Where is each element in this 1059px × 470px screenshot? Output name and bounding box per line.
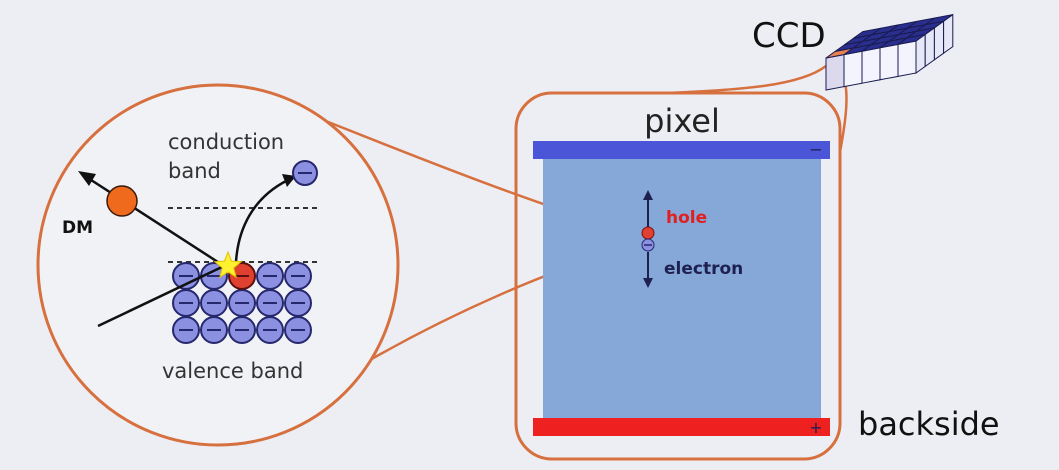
bottom-electrode (533, 418, 830, 436)
ccd-front-cell (897, 40, 917, 78)
backside-label: backside (858, 405, 1000, 443)
bottom-electrode-sign: + (809, 418, 822, 437)
ccd-front-cell (825, 53, 845, 91)
dm-arrowhead (78, 171, 96, 186)
valence-electron (284, 289, 312, 317)
dm-incoming-track (97, 264, 225, 328)
dm-particle (106, 185, 138, 217)
valence-electron (284, 316, 312, 344)
conduction-band-label-line2: band (168, 159, 221, 183)
zoom-circle-outline (36, 83, 400, 447)
pixel-pair-arrows (643, 190, 653, 288)
pixel-hole-dot (641, 226, 655, 240)
dm-label: DM (62, 218, 93, 238)
top-electrode-sign: − (809, 140, 822, 159)
valence-electron (228, 289, 256, 317)
pixel-label: pixel (644, 102, 720, 140)
pixel-outline (514, 91, 842, 461)
valence-electron (200, 289, 228, 317)
excited-electron-track (234, 178, 289, 263)
ccd-block (825, 13, 954, 91)
ccd-connector-upper (667, 65, 827, 95)
ccd-label: CCD (752, 16, 826, 56)
ccd-front-cell (861, 47, 881, 84)
pixel-body (543, 158, 821, 420)
conduction-band-label-line1: conduction (168, 130, 284, 154)
valence-electron-grid (172, 262, 312, 344)
valence-electron (256, 262, 284, 290)
zoom-circle-contents: DM conduction band valence band (62, 130, 320, 383)
ccd-front-cell (879, 43, 899, 81)
valence-electron (256, 289, 284, 317)
interaction-star (213, 250, 243, 279)
ccd-pixel-cell (925, 14, 954, 26)
valence-band-label: valence band (162, 359, 303, 383)
electron-label: electron (664, 259, 743, 279)
valence-electron (200, 316, 228, 344)
hole-label: hole (666, 208, 707, 228)
ccd-front-cell (843, 50, 863, 88)
valence-electron (172, 316, 200, 344)
valence-electron (172, 289, 200, 317)
valence-electron (256, 316, 284, 344)
top-electrode (533, 141, 830, 159)
valence-electron (228, 316, 256, 344)
excited-electron-arrowhead (282, 174, 296, 187)
valence-electron (284, 262, 312, 290)
